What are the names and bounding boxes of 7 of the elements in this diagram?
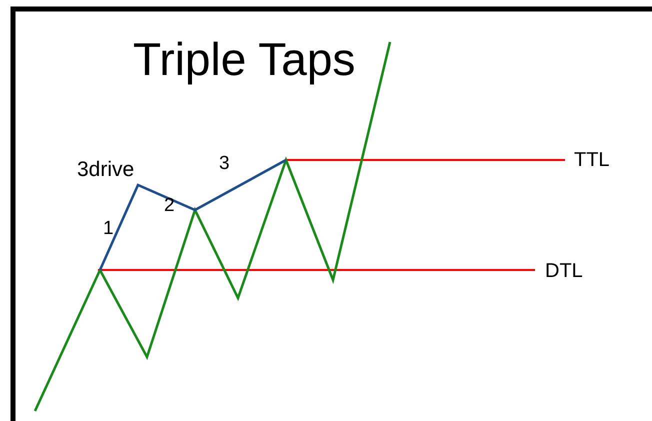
pattern-label: 3drive bbox=[77, 159, 134, 180]
leg-number: 1 bbox=[103, 219, 114, 238]
line-label: DTL bbox=[545, 261, 583, 281]
diagram-title: Triple Taps bbox=[133, 36, 356, 82]
leg-number: 2 bbox=[164, 196, 175, 215]
leg-number: 3 bbox=[219, 154, 230, 173]
line-label: TTL bbox=[574, 150, 610, 170]
